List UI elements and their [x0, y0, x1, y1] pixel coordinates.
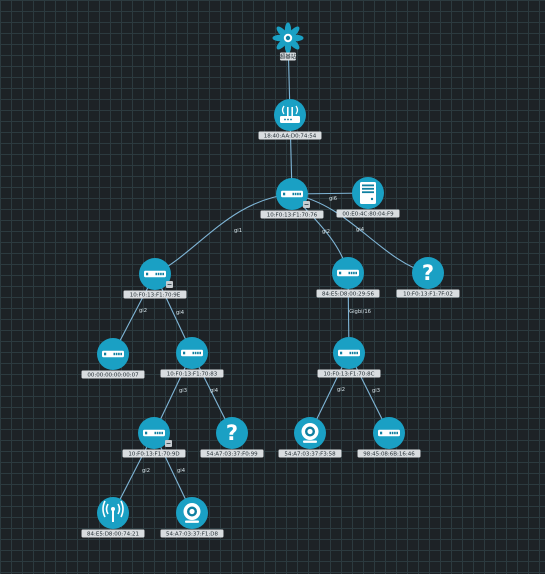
node-label: 84:E5:D8:00:74:21	[87, 532, 139, 538]
node-label-bg	[316, 289, 380, 298]
svg-text:?: ?	[226, 421, 238, 445]
node-label-bg	[260, 210, 324, 219]
node-router[interactable]: 18:40:AA:D0:74:54	[258, 99, 322, 140]
node-label: 10:F0:13:F1:7F:02	[403, 292, 453, 298]
node-label: 18:40:AA:D0:74:54	[264, 134, 317, 140]
port-label-sw-l3-cam2: gi4	[177, 468, 186, 474]
node-label: 10:F0:13:F1:70:9D	[128, 452, 179, 458]
node-cam1[interactable]: 54:A7:03:37:F3:58	[278, 417, 342, 458]
port-label-sw-l3-ap1: gi2	[142, 468, 150, 474]
node-label-bg	[279, 52, 297, 61]
port-label-core-unk1: gi4	[356, 227, 365, 233]
antenna-icon	[102, 500, 124, 522]
node-root[interactable]: 超基站	[272, 22, 304, 61]
switch-icon	[181, 349, 203, 357]
node-core[interactable]: 10:F0:13:F1:70:76	[260, 178, 324, 219]
port-label-core-sw-right: gi2	[322, 229, 330, 235]
port-label-sw-left-sw-l2: gi4	[176, 310, 185, 316]
link-core-sw-left[interactable]	[154, 193, 293, 275]
node-circle	[216, 417, 248, 449]
node-label-bg	[200, 449, 264, 458]
node-sw-l2[interactable]: 10:F0:13:F1:70:83	[160, 337, 224, 378]
node-label-bg	[81, 370, 145, 379]
node-label-bg	[160, 369, 224, 378]
port-label-core-sw-left: gi1	[234, 228, 242, 234]
port-label-sw-left-dev0: gi2	[139, 308, 147, 314]
node-label: 超基站	[280, 53, 297, 61]
question-icon: ?	[422, 261, 434, 285]
node-label-bg	[81, 529, 145, 538]
node-label: 10:F0:13:F1:70:9E	[130, 293, 181, 299]
node-dev1[interactable]: 98:45:08:6B:16:46	[357, 417, 421, 458]
node-label: 54:A7:03:37:F3:58	[284, 452, 336, 458]
switch-icon	[281, 190, 303, 198]
node-unk2[interactable]: ? 54:A7:03:37:F0:99	[200, 417, 264, 458]
port-label-sw-r2-cam1: gi2	[337, 387, 345, 393]
node-label-bg	[357, 449, 421, 458]
node-label-bg	[317, 369, 381, 378]
flower-icon	[272, 22, 304, 54]
camera-icon	[183, 503, 201, 523]
node-label-bg	[258, 131, 322, 140]
node-sw-right[interactable]: 84:E5:D8:00:29:56	[316, 257, 380, 298]
port-label-sw-right-sw-r2: Gigbi/16	[349, 309, 371, 315]
node-cam2[interactable]: 54:A7:03:37:F1:D8	[160, 497, 224, 538]
link-core-unk1[interactable]	[291, 193, 429, 274]
node-label: 10:F0:13:F1:70:8C	[324, 372, 375, 378]
node-label: 10:F0:13:F1:70:83	[167, 372, 218, 378]
node-circle	[274, 99, 306, 131]
switch-icon	[144, 270, 166, 278]
node-label: 98:45:08:6B:16:46	[363, 452, 415, 458]
node-sw-l3[interactable]: 10:F0:13:F1:70:9D	[122, 417, 186, 458]
node-sw-left[interactable]: 10:F0:13:F1:70:9E	[123, 258, 187, 299]
node-label: 00:E0:4C:80:04:F9	[342, 212, 394, 218]
node-label-bg	[123, 290, 187, 299]
node-sw-r2[interactable]: 10:F0:13:F1:70:8C	[317, 337, 381, 378]
node-circle	[412, 257, 444, 289]
switch-icon	[143, 429, 165, 437]
node-label: 54:A7:03:37:F1:D8	[166, 532, 218, 538]
svg-text:?: ?	[422, 261, 434, 285]
node-label-bg	[278, 449, 342, 458]
switch-icon	[337, 269, 359, 277]
switch-icon	[338, 349, 360, 357]
question-icon: ?	[226, 421, 238, 445]
node-server[interactable]: 00:E0:4C:80:04:F9	[336, 177, 400, 218]
node-label: 00:00:00:00:00:07	[87, 373, 139, 379]
router-icon	[280, 105, 300, 123]
collapse-toggle-icon[interactable]	[165, 440, 172, 447]
node-label: 54:A7:03:37:F0:99	[206, 452, 258, 458]
port-label-sw-r2-dev1: gi3	[372, 388, 380, 394]
nodes-layer: 超基站 18:40:AA:D0:74:54 10:F0:13:F1:70:76 00:…	[81, 22, 460, 538]
collapse-toggle-icon[interactable]	[303, 201, 310, 208]
collapse-toggle-icon[interactable]	[166, 281, 173, 288]
node-unk1[interactable]: ? 10:F0:13:F1:7F:02	[396, 257, 460, 298]
node-label: 10:F0:13:F1:70:76	[267, 213, 318, 219]
node-label-bg	[336, 209, 400, 218]
port-label-sw-l2-sw-l3: gi3	[179, 388, 187, 394]
camera-icon	[301, 423, 319, 443]
node-label-bg	[396, 289, 460, 298]
port-label-core-server: gi6	[329, 196, 337, 202]
node-ap1[interactable]: 84:E5:D8:00:74:21	[81, 497, 145, 538]
port-label-sw-l2-unk2: gi4	[210, 388, 219, 394]
node-dev0[interactable]: 00:00:00:00:00:07	[81, 338, 145, 379]
node-label: 84:E5:D8:00:29:56	[322, 292, 374, 298]
node-label-bg	[160, 529, 224, 538]
switch-icon	[378, 429, 400, 437]
server-icon	[360, 182, 376, 204]
switch-icon	[102, 350, 124, 358]
node-label-bg	[122, 449, 186, 458]
